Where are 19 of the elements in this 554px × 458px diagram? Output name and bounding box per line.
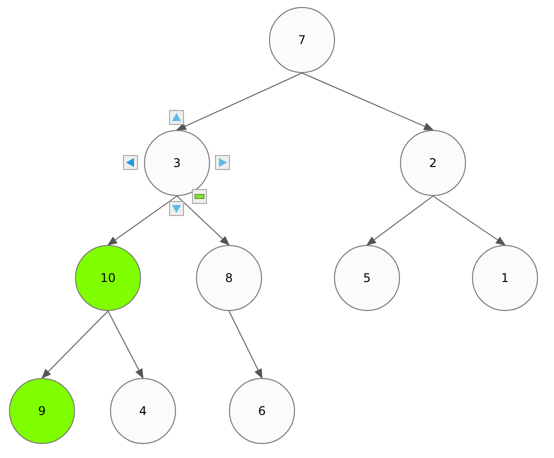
arrow	[176, 196, 230, 246]
arrow	[108, 310, 144, 379]
node-value: 5	[363, 270, 371, 287]
node-value: 10	[100, 270, 116, 287]
arrow	[228, 310, 262, 379]
node-value: 1	[501, 270, 509, 287]
arrow	[432, 196, 506, 246]
arrow	[107, 196, 178, 246]
arrow	[366, 196, 434, 246]
arrow	[176, 72, 302, 130]
node-value: 6	[258, 403, 266, 420]
node-value: 7	[298, 32, 306, 49]
arrow	[41, 310, 108, 379]
node-value: 3	[173, 155, 181, 172]
node-value: 2	[429, 155, 437, 172]
arrow	[302, 72, 434, 130]
node-value: 8	[225, 270, 233, 287]
node-value: 4	[139, 403, 147, 420]
node-value: 9	[38, 403, 46, 420]
